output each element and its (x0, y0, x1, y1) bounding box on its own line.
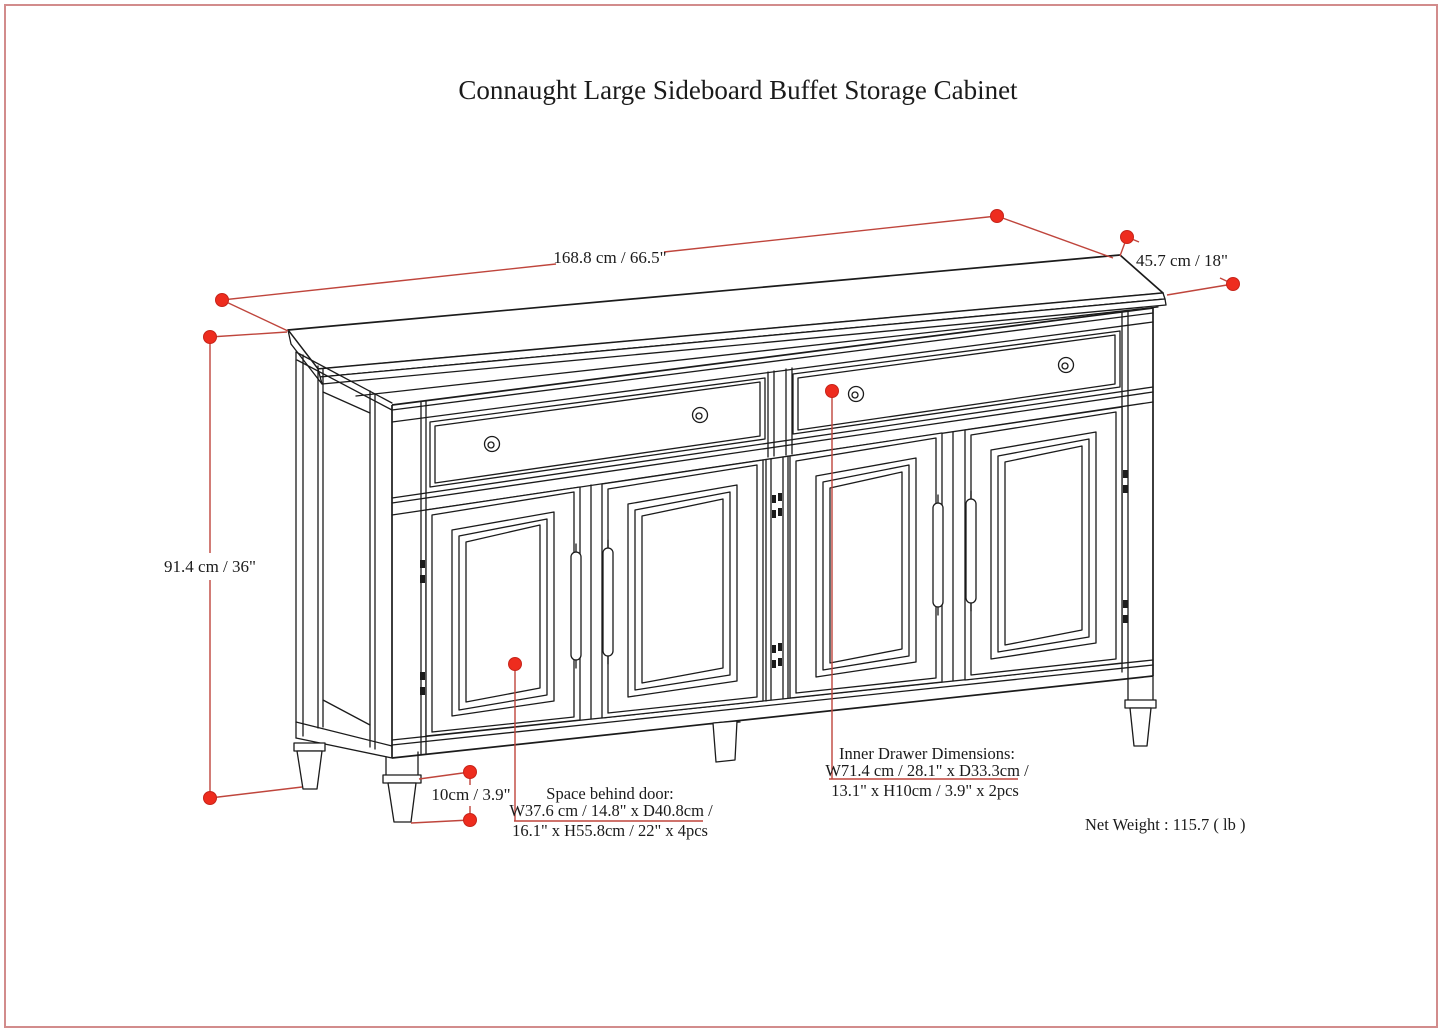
depth-dimension-label: 45.7 cm / 18" (1136, 251, 1228, 270)
drawer-annotation-leader (829, 391, 1018, 780)
door-handle (965, 490, 977, 612)
drawer-knob (483, 435, 501, 453)
drawer-knob (1057, 356, 1075, 374)
leg-dimension-label: 10cm / 3.9" (431, 785, 510, 804)
right-leg (1124, 675, 1157, 747)
door-annotation-leader (514, 664, 703, 822)
height-dimension-line (209, 331, 303, 799)
front-left-leg (382, 751, 422, 823)
drawer-knob (691, 406, 709, 424)
dimension-dot (508, 657, 522, 671)
inner-drawer-annotation: Inner Drawer Dimensions: W71.4 cm / 28.1… (825, 744, 1029, 800)
dimension-dot (463, 765, 477, 779)
dimension-dot (203, 791, 217, 805)
door-space-line2: W37.6 cm / 14.8" x D40.8cm / (509, 801, 713, 820)
dimension-marker-dots (203, 209, 1240, 827)
door-3 (789, 432, 943, 699)
dimension-dot (1226, 277, 1240, 291)
door-space-line1: Space behind door: (546, 784, 673, 803)
dimension-dot (463, 813, 477, 827)
height-dimension-label: 91.4 cm / 36" (164, 557, 256, 576)
hinge-marks-left-stile (420, 560, 425, 695)
dimension-dot (215, 293, 229, 307)
page-title: Connaught Large Sideboard Buffet Storage… (458, 75, 1018, 105)
dimension-dot (203, 330, 217, 344)
inner-drawer-line3: 13.1" x H10cm / 3.9" x 2pcs (831, 781, 1019, 800)
dimension-dot (990, 209, 1004, 223)
cabinet-left-side (295, 351, 393, 759)
door-2 (601, 459, 764, 719)
inner-drawer-line1: Inner Drawer Dimensions: (839, 744, 1015, 763)
drawer-knob (847, 385, 865, 403)
center-foot (709, 720, 741, 763)
door-handle (570, 543, 582, 669)
door-handle (602, 539, 614, 665)
cabinet-top (287, 254, 1167, 397)
drawer-divider (767, 367, 793, 458)
inner-drawer-line2: W71.4 cm / 28.1" x D33.3cm / (825, 761, 1029, 780)
drawer-left (429, 377, 766, 488)
dimension-lines (209, 215, 1234, 824)
door-space-line3: 16.1" x H55.8cm / 22" x 4pcs (512, 821, 708, 840)
rear-left-leg (293, 742, 326, 790)
door-space-annotation: Space behind door: W37.6 cm / 14.8" x D4… (509, 784, 713, 840)
dimension-dot (825, 384, 839, 398)
width-dimension-label: 168.8 cm / 66.5" (553, 248, 666, 267)
center-stile (765, 455, 789, 702)
cabinet-illustration (287, 254, 1167, 823)
door-1 (425, 486, 581, 737)
door-handle (932, 494, 944, 616)
dimension-dot (1120, 230, 1134, 244)
net-weight-label: Net Weight : 115.7 ( lb ) (1085, 815, 1245, 834)
hinge-marks-right-stile (1123, 470, 1128, 623)
drawer-right (792, 330, 1121, 435)
door-4 (964, 406, 1123, 681)
hinge-marks (772, 493, 782, 668)
width-dimension-line (221, 215, 1114, 332)
page-border (4, 4, 1438, 1028)
